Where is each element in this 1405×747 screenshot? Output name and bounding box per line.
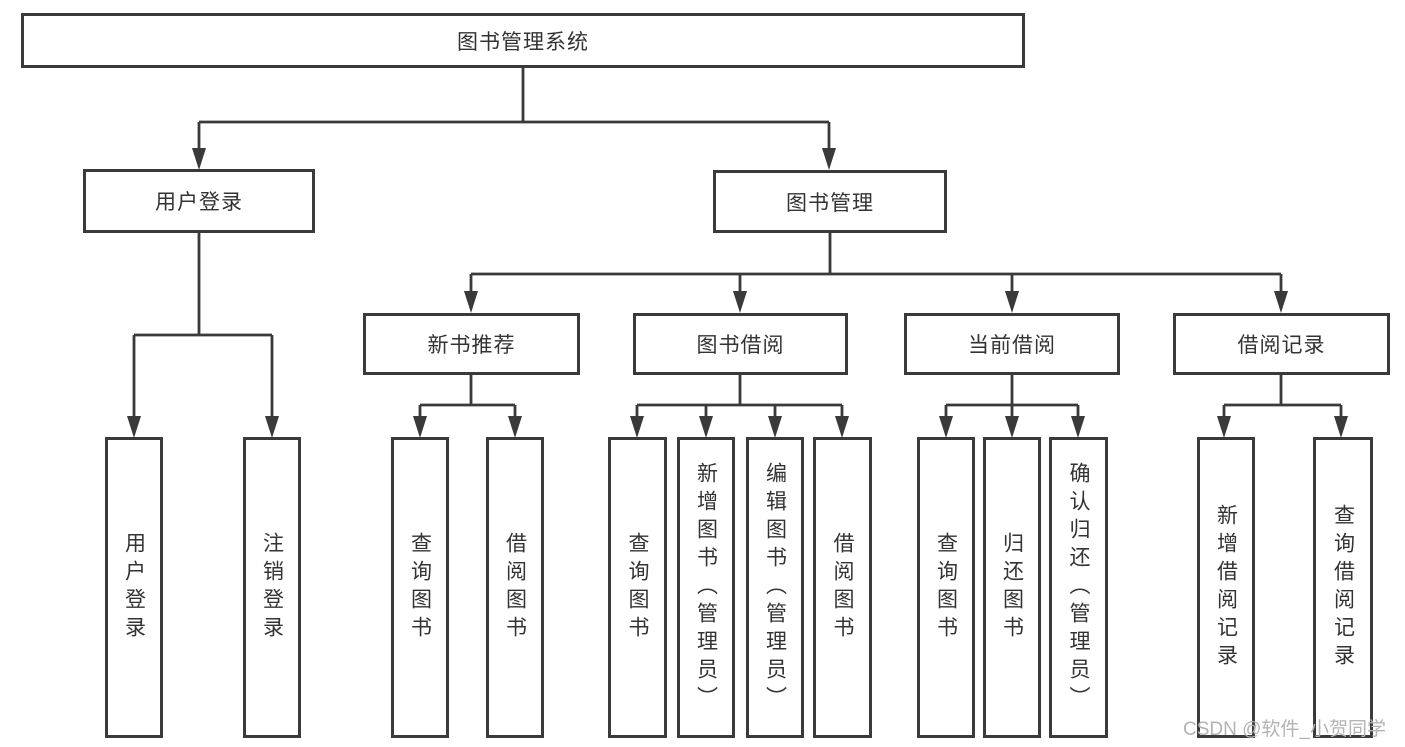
arrowhead	[413, 416, 427, 438]
node-leaf-add-borrow-record: 新增借阅记录	[1197, 437, 1255, 738]
node-leaf-borrow-book-1: 借阅图书	[486, 437, 544, 738]
edge-borrow-to-leaves	[635, 375, 844, 418]
node-current-borrow: 当前借阅	[904, 313, 1120, 375]
arrowhead	[822, 148, 836, 170]
node-leaf-return-book: 归还图书	[983, 437, 1041, 738]
arrowhead	[699, 416, 713, 438]
edge-current-to-leaves	[944, 375, 1080, 418]
node-leaf-query-book-3: 查询图书	[917, 437, 975, 738]
node-leaf-edit-book-admin: 编辑图书（管理员）	[746, 437, 804, 738]
arrowhead	[733, 291, 747, 313]
node-leaf-logout: 注销登录	[243, 437, 301, 738]
edge-newbook-to-leaves	[418, 375, 517, 418]
edge-root-to-level2	[197, 68, 831, 150]
node-library-system: 图书管理系统	[21, 13, 1025, 68]
arrowhead	[630, 416, 644, 438]
arrowhead	[265, 416, 279, 438]
node-leaf-query-borrow-record: 查询借阅记录	[1313, 437, 1373, 738]
node-leaf-confirm-return-admin: 确认归还（管理员）	[1049, 437, 1108, 738]
arrowhead	[1071, 416, 1085, 438]
node-book-management: 图书管理	[713, 170, 947, 233]
node-leaf-borrow-book-2: 借阅图书	[813, 437, 872, 738]
arrowhead	[508, 416, 522, 438]
arrowhead	[1274, 291, 1288, 313]
arrowhead	[1217, 416, 1231, 438]
arrowhead	[192, 148, 206, 170]
node-borrow-record: 借阅记录	[1173, 313, 1390, 375]
arrowhead	[464, 291, 478, 313]
arrowhead	[1334, 416, 1348, 438]
node-leaf-add-book-admin: 新增图书（管理员）	[677, 437, 735, 738]
node-user-login-group: 用户登录	[83, 169, 315, 233]
arrowhead	[1005, 416, 1019, 438]
arrowhead	[939, 416, 953, 438]
node-book-borrow: 图书借阅	[633, 313, 848, 375]
node-leaf-query-book-2: 查询图书	[608, 437, 667, 738]
arrowhead	[768, 416, 782, 438]
node-leaf-user-login: 用户登录	[105, 437, 163, 738]
edge-record-to-leaves	[1222, 375, 1343, 418]
edge-mgmt-to-level3	[469, 233, 1283, 293]
arrowhead	[835, 416, 849, 438]
arrowhead	[1005, 291, 1019, 313]
node-new-book-recommend: 新书推荐	[363, 313, 580, 375]
arrowhead	[127, 416, 141, 438]
arrowheads	[127, 148, 1348, 438]
edge-login-to-leaves	[132, 233, 274, 418]
node-leaf-query-book-1: 查询图书	[391, 437, 449, 738]
